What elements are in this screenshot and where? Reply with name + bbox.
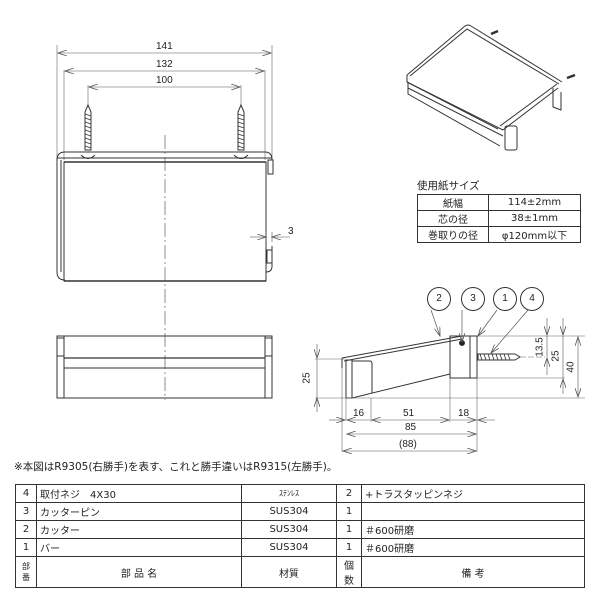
dim-overall-height: 40 [565, 361, 577, 373]
balloon-part-2: 2 [427, 287, 451, 311]
table-row: 1 バー SUS304 1 ＃600研磨 [15, 538, 585, 557]
part-qty: 1 [336, 538, 362, 557]
part-name: 取付ネジ 4X30 [36, 484, 242, 503]
part-remarks: ＃600研磨 [361, 538, 585, 557]
part-no: 2 [15, 520, 37, 539]
isometric-view [406, 24, 576, 151]
part-material: SUS304 [241, 520, 337, 539]
part-material: SUS304 [241, 502, 337, 521]
table-row: 3 カッターピン SUS304 1 [15, 502, 585, 521]
header-remarks: 備 考 [361, 556, 585, 588]
spec-label: 巻取りの径 [417, 226, 489, 243]
parts-list-table: 4 取付ネジ 4X30 ｽﾃﾝﾚｽ 2 +トラスタッピンネジ 3 カッターピン … [15, 484, 585, 588]
dim-middle-depth: 51 [403, 408, 415, 419]
side-view [315, 309, 585, 452]
table-header-row: 部番 部 品 名 材質 個数 備 考 [15, 556, 585, 588]
part-name: カッターピン [36, 502, 242, 521]
balloon-part-3: 3 [461, 287, 485, 311]
dim-overall-depth-ref: (88) [399, 439, 417, 450]
part-no: 4 [15, 484, 37, 503]
part-no: 3 [15, 502, 37, 521]
screw-right [233, 103, 249, 159]
part-material: SUS304 [241, 538, 337, 557]
drawing-note: ※本図はR9305(右勝手)を表す、これと勝手違いはR9315(左勝手)。 [14, 461, 338, 473]
dim-front-height: 25 [301, 372, 313, 384]
screw-left [80, 103, 96, 159]
spec-row: 芯の径 38±1mm [417, 210, 581, 227]
balloon-part-4: 4 [520, 287, 544, 311]
part-name: カッター [36, 520, 242, 539]
part-qty: 1 [336, 502, 362, 521]
part-remarks: ＃600研磨 [361, 520, 585, 539]
paper-spec-table: 紙幅 114±2mm 芯の径 38±1mm 巻取りの径 φ120mm以下 [417, 194, 581, 243]
front-view [56, 45, 290, 400]
spec-value: φ120mm以下 [488, 226, 581, 243]
header-part-no: 部番 [15, 556, 37, 588]
spec-value: 114±2mm [488, 194, 581, 211]
part-no: 1 [15, 538, 37, 557]
spec-label: 紙幅 [417, 194, 489, 211]
dim-rear-height: 25 [550, 350, 562, 362]
header-qty: 個数 [336, 556, 362, 588]
balloon-part-1: 1 [493, 287, 517, 311]
table-row: 2 カッター SUS304 1 ＃600研磨 [15, 520, 585, 539]
spec-row: 紙幅 114±2mm [417, 194, 581, 211]
dim-inner-width: 132 [156, 59, 173, 70]
part-remarks [361, 502, 585, 521]
part-qty: 2 [336, 484, 362, 503]
dim-front-depth: 16 [353, 408, 365, 419]
part-qty: 1 [336, 520, 362, 539]
dim-rear-depth: 18 [458, 408, 470, 419]
paper-spec-title: 使用紙サイズ [417, 180, 480, 192]
table-row: 4 取付ネジ 4X30 ｽﾃﾝﾚｽ 2 +トラスタッピンネジ [15, 484, 585, 503]
part-name: バー [36, 538, 242, 557]
part-material: ｽﾃﾝﾚｽ [241, 484, 337, 503]
header-material: 材質 [241, 556, 337, 588]
dim-side-thickness: 3 [288, 226, 294, 237]
dim-total-depth: 85 [405, 422, 417, 433]
dim-overall-width: 141 [156, 41, 173, 52]
header-part-name: 部 品 名 [36, 556, 242, 588]
part-remarks: +トラスタッピンネジ [361, 484, 585, 503]
dim-screw-offset: 13.5 [534, 337, 546, 357]
spec-label: 芯の径 [417, 210, 489, 227]
spec-value: 38±1mm [488, 210, 581, 227]
spec-row: 巻取りの径 φ120mm以下 [417, 226, 581, 243]
dim-screw-pitch: 100 [156, 75, 173, 86]
bottom-view [56, 335, 273, 399]
